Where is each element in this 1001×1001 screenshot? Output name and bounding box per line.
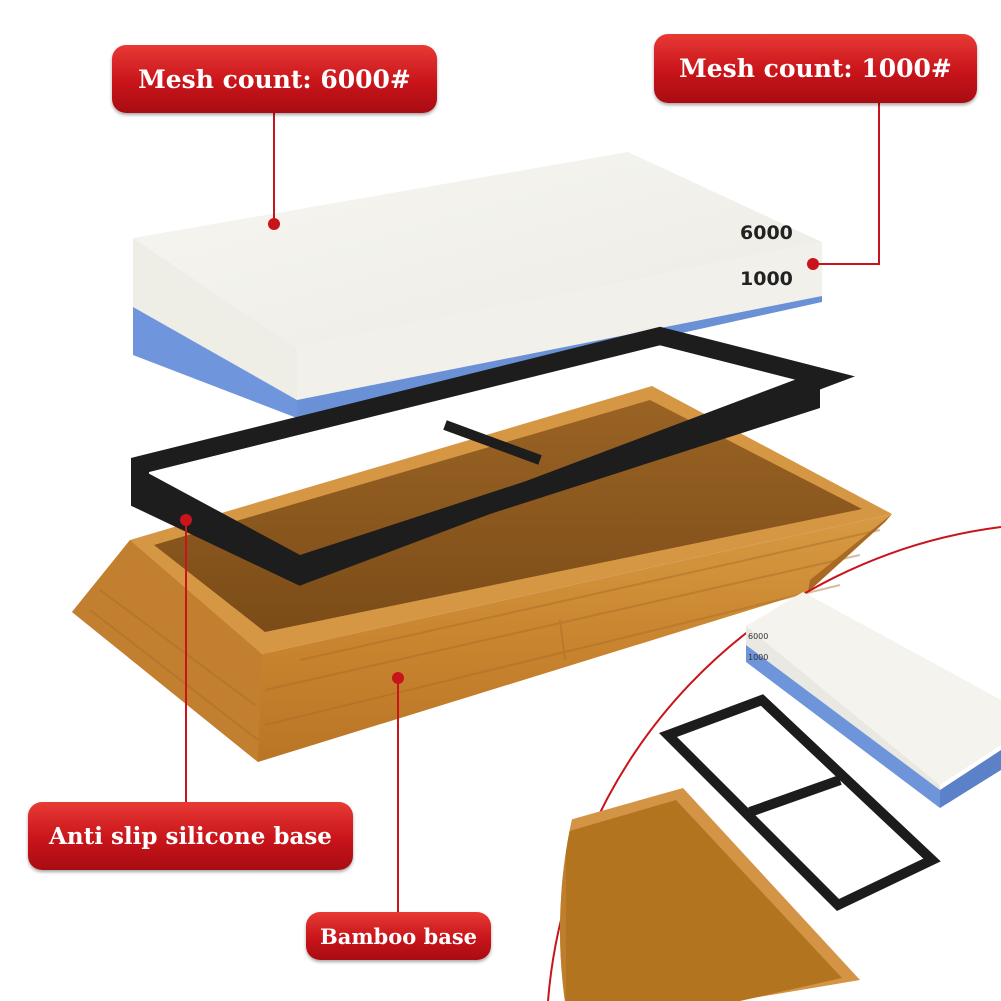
inset-stone-label-6000: 6000 [748, 632, 768, 641]
whetstone-blue-layer-left [133, 307, 297, 418]
callout-anti-slip-base: Anti slip silicone base [28, 802, 353, 870]
callout-bamboo-base: Bamboo base [306, 912, 491, 960]
whetstone-white-layer-left [133, 238, 297, 400]
inset-view: 6000 1000 [547, 526, 1001, 1001]
whetstone-label-6000: 6000 [740, 222, 793, 244]
inset-stone-label-1000: 1000 [748, 653, 768, 662]
bamboo-grain [89, 529, 881, 741]
inset-frame [658, 694, 941, 912]
inset-bamboo-inner [566, 800, 842, 1001]
callout-mesh-1000: Mesh count: 1000# [654, 34, 977, 103]
bamboo-base [72, 386, 892, 762]
inset-stone-top [746, 592, 1001, 785]
bamboo-base-front [72, 514, 892, 762]
silicone-frame-front-bar [146, 472, 300, 575]
silicone-frame-crossbar [443, 420, 542, 465]
callout-mesh-6000: Mesh count: 6000# [112, 45, 437, 113]
leader-dots [180, 218, 819, 684]
silicone-frame-side-bar [300, 385, 820, 575]
inset-stone-white-side [746, 626, 940, 790]
bamboo-base-left-face [72, 540, 262, 762]
leader-lines [185, 103, 880, 912]
whetstone-top-face [133, 152, 822, 348]
whetstone-label-1000: 1000 [740, 268, 793, 290]
inset-stone-blue-front [940, 750, 1001, 808]
silicone-frame [131, 326, 855, 586]
whetstone-white-layer-front [297, 242, 822, 400]
inset-stone-blue-side [746, 645, 940, 808]
bamboo-base-inner-tray [154, 400, 862, 632]
whetstone: 6000 1000 [133, 152, 822, 418]
bamboo-base-right-face [808, 514, 892, 592]
